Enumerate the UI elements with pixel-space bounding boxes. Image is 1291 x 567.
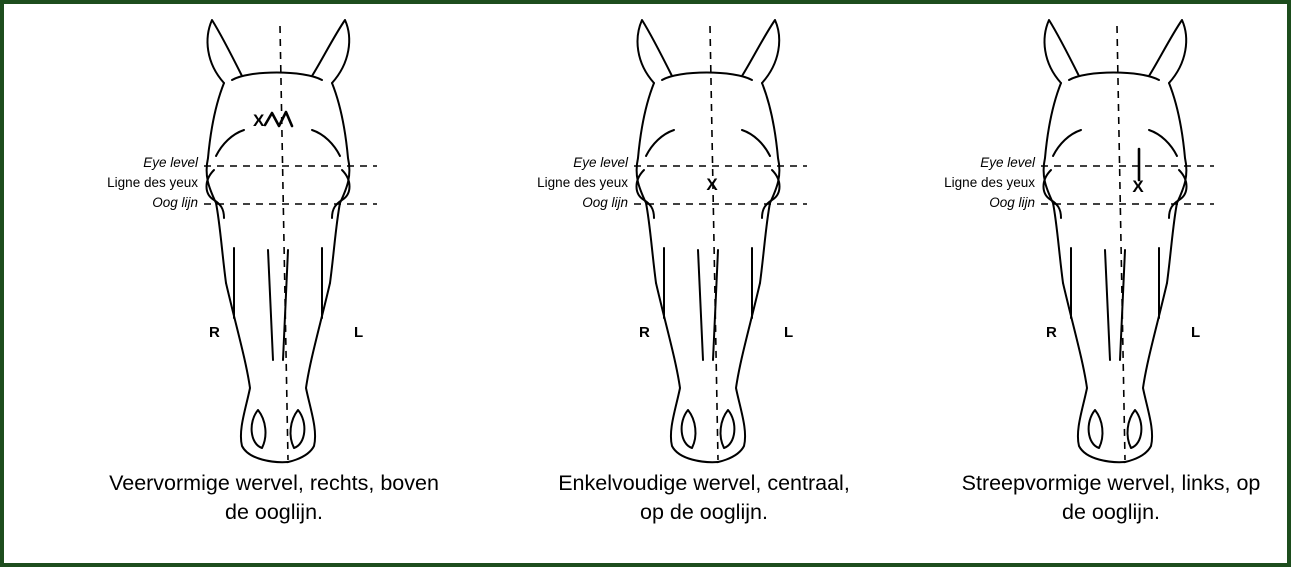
horse-head-diagram: Eye level Ligne des yeux Oog lijn R L X (64, 8, 484, 468)
horse-head-outline (207, 20, 350, 462)
oog-lijn-label: Oog lijn (152, 195, 198, 210)
midline (280, 26, 288, 460)
ligne-des-yeux-label: Ligne des yeux (944, 175, 1035, 190)
ligne-des-yeux-label: Ligne des yeux (537, 175, 628, 190)
feather-whorl-symbol (265, 112, 292, 126)
nostril-left (1128, 410, 1142, 448)
horse-head-diagram: Eye level Ligne des yeux Oog lijn R L X (901, 8, 1291, 468)
reference-lines (1041, 26, 1214, 460)
caption: Streepvormige wervel, links, op de oogli… (901, 469, 1291, 527)
right-eye (637, 170, 655, 218)
nostril-right (252, 410, 266, 448)
whorl-marker: X (253, 111, 265, 130)
head-right-contour (1044, 83, 1063, 283)
caption-line: Streepvormige wervel, links, op (901, 469, 1291, 498)
right-eye (207, 170, 225, 218)
head-right-contour (637, 83, 656, 283)
caption-line: de ooglijn. (901, 498, 1291, 527)
horse-head-outline (637, 20, 780, 462)
right-side-label: R (209, 324, 220, 341)
nose-ridge-1 (1105, 250, 1110, 360)
caption: Veervormige wervel, rechts, boven de oog… (64, 469, 484, 527)
muzzle-left (287, 283, 330, 462)
right-eye (1044, 170, 1062, 218)
brow-right (646, 130, 674, 156)
panel-feather-whorl: Eye level Ligne des yeux Oog lijn R L X … (64, 8, 484, 567)
eye-level-label: Eye level (980, 155, 1036, 170)
eye-level-label: Eye level (573, 155, 629, 170)
horse-head-outline (1044, 20, 1187, 462)
caption-line: Enkelvoudige wervel, centraal, (494, 469, 914, 498)
panel-line-whorl: Eye level Ligne des yeux Oog lijn R L X … (901, 8, 1291, 567)
right-ear (208, 20, 242, 83)
midline (1117, 26, 1125, 460)
muzzle-right (1063, 283, 1125, 462)
oog-lijn-label: Oog lijn (582, 195, 628, 210)
caption: Enkelvoudige wervel, centraal, op de oog… (494, 469, 914, 527)
ligne-des-yeux-label: Ligne des yeux (107, 175, 198, 190)
eye-level-label: Eye level (143, 155, 199, 170)
left-eye (332, 170, 350, 218)
brow-left (742, 130, 770, 156)
left-side-label: L (354, 324, 363, 341)
nostril-right (682, 410, 696, 448)
head-right-contour (207, 83, 226, 283)
muzzle-left (1124, 283, 1167, 462)
left-eye (1169, 170, 1187, 218)
muzzle-right (226, 283, 288, 462)
right-ear (638, 20, 672, 83)
left-side-label: L (784, 324, 793, 341)
muzzle-right (656, 283, 718, 462)
nose-ridge-1 (268, 250, 273, 360)
whorl-marker: X (1132, 177, 1144, 196)
left-side-label: L (1191, 324, 1200, 341)
head-left-contour (330, 83, 349, 283)
panel-single-whorl: Eye level Ligne des yeux Oog lijn R L X … (494, 8, 914, 567)
nose-ridge-1 (698, 250, 703, 360)
left-ear (1149, 20, 1186, 83)
poll (1069, 73, 1159, 81)
caption-line: op de ooglijn. (494, 498, 914, 527)
nostril-right (1089, 410, 1103, 448)
midline (710, 26, 718, 460)
reference-lines (204, 26, 377, 460)
left-ear (312, 20, 349, 83)
horse-head-diagram: Eye level Ligne des yeux Oog lijn R L X (494, 8, 914, 468)
oog-lijn-label: Oog lijn (989, 195, 1035, 210)
nostril-left (291, 410, 305, 448)
left-ear (742, 20, 779, 83)
right-side-label: R (639, 324, 650, 341)
brow-right (1053, 130, 1081, 156)
left-eye (762, 170, 780, 218)
poll (232, 73, 322, 81)
whorl-marker: X (706, 175, 718, 194)
head-left-contour (1167, 83, 1186, 283)
poll (662, 73, 752, 81)
nostril-left (721, 410, 735, 448)
brow-left (312, 130, 340, 156)
muzzle-left (717, 283, 760, 462)
right-ear (1045, 20, 1079, 83)
brow-right (216, 130, 244, 156)
head-left-contour (760, 83, 779, 283)
brow-left (1149, 130, 1177, 156)
right-side-label: R (1046, 324, 1057, 341)
caption-line: de ooglijn. (64, 498, 484, 527)
caption-line: Veervormige wervel, rechts, boven (64, 469, 484, 498)
reference-lines (634, 26, 807, 460)
